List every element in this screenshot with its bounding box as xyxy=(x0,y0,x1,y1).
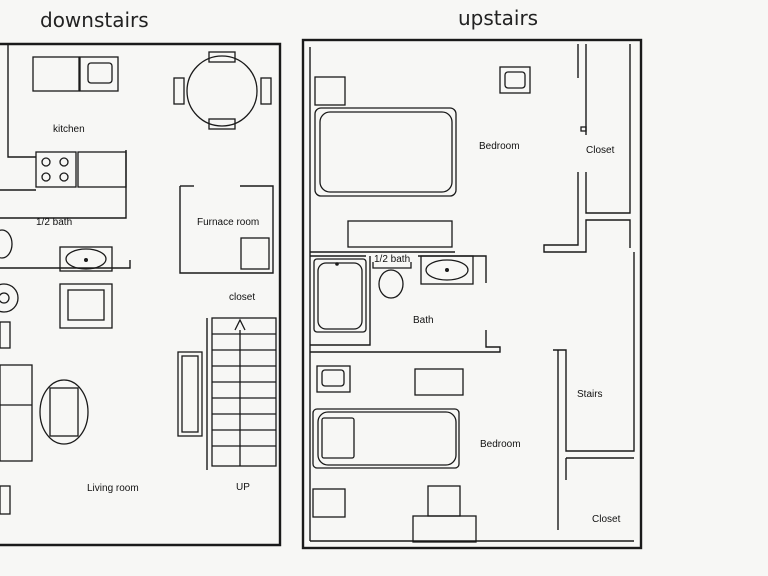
label-bath: Bath xyxy=(413,315,434,326)
pillow xyxy=(321,417,355,459)
dresser xyxy=(347,220,453,248)
burner-icon xyxy=(59,172,69,182)
chair-icon xyxy=(499,66,531,94)
dining-table xyxy=(186,55,258,127)
label-kitchen: kitchen xyxy=(53,124,85,135)
chair-icon xyxy=(260,77,272,105)
desk xyxy=(414,368,464,396)
upstairs-outer-wall xyxy=(301,38,643,550)
armchair xyxy=(59,283,113,329)
bathtub xyxy=(313,258,367,333)
burner-icon xyxy=(59,157,69,167)
sink-icon xyxy=(425,259,469,281)
staircase xyxy=(211,317,277,467)
label-closet-downstairs: closet xyxy=(229,292,255,303)
tv-stand xyxy=(177,351,203,437)
label-living-room: Living room xyxy=(87,483,139,494)
furnace-room-wall xyxy=(179,185,274,274)
label-stairs-up: UP xyxy=(236,482,250,493)
upstairs-heading: upstairs xyxy=(458,6,538,30)
nightstand xyxy=(314,76,346,106)
sink-counter xyxy=(59,246,113,272)
side-table xyxy=(0,321,11,349)
bath-bottom-wall xyxy=(0,260,131,269)
burner-icon xyxy=(41,157,51,167)
chair-icon xyxy=(208,118,236,130)
vanity xyxy=(420,255,474,285)
label-half-bath-upstairs: 1/2 bath xyxy=(374,254,410,265)
downstairs-outer-wall xyxy=(0,42,282,547)
kitchen-counter-low xyxy=(77,151,127,188)
water-heater xyxy=(240,237,270,270)
label-bedroom-top: Bedroom xyxy=(479,141,520,152)
label-closet-bottom: Closet xyxy=(592,514,621,525)
stove xyxy=(35,151,77,188)
chair-icon xyxy=(427,485,461,517)
upstairs-plan: Bedroom Closet 1/2 bath Bath Stairs Bedr… xyxy=(301,38,643,550)
desk-bottom xyxy=(412,515,477,543)
label-half-bath-downstairs: 1/2 bath xyxy=(36,217,72,228)
chair-icon xyxy=(173,77,185,105)
sofa xyxy=(0,364,33,462)
stairwell-wall xyxy=(553,252,635,452)
kitchen-counter xyxy=(32,56,80,92)
downstairs-plan: kitchen 1/2 bath Furnace room closet Liv… xyxy=(0,42,282,547)
closet-top-wall xyxy=(585,44,631,214)
toilet-icon xyxy=(0,229,13,259)
label-stairs: Stairs xyxy=(577,389,603,400)
bed xyxy=(314,107,457,197)
burner-icon xyxy=(41,172,51,182)
kitchen-wall xyxy=(7,44,36,158)
lamp-icon xyxy=(0,283,19,313)
label-closet-top: Closet xyxy=(586,145,615,156)
sink-icon xyxy=(65,248,107,270)
chair-icon xyxy=(208,51,236,63)
downstairs-heading: downstairs xyxy=(40,8,149,32)
label-bedroom-bottom: Bedroom xyxy=(480,439,521,450)
tank-icon xyxy=(372,262,412,269)
label-furnace-room: Furnace room xyxy=(197,217,259,228)
nightstand xyxy=(312,488,346,518)
kitchen-sink xyxy=(79,56,119,92)
coffee-table xyxy=(39,379,89,445)
nightstand xyxy=(316,365,351,393)
closet-rod xyxy=(580,126,587,132)
toilet-icon xyxy=(378,269,404,299)
arrow-up-icon xyxy=(234,318,246,331)
bed-bottom xyxy=(312,408,460,469)
stair-treads xyxy=(212,333,276,447)
bath-top-wall xyxy=(0,150,127,219)
side-table xyxy=(0,485,11,515)
